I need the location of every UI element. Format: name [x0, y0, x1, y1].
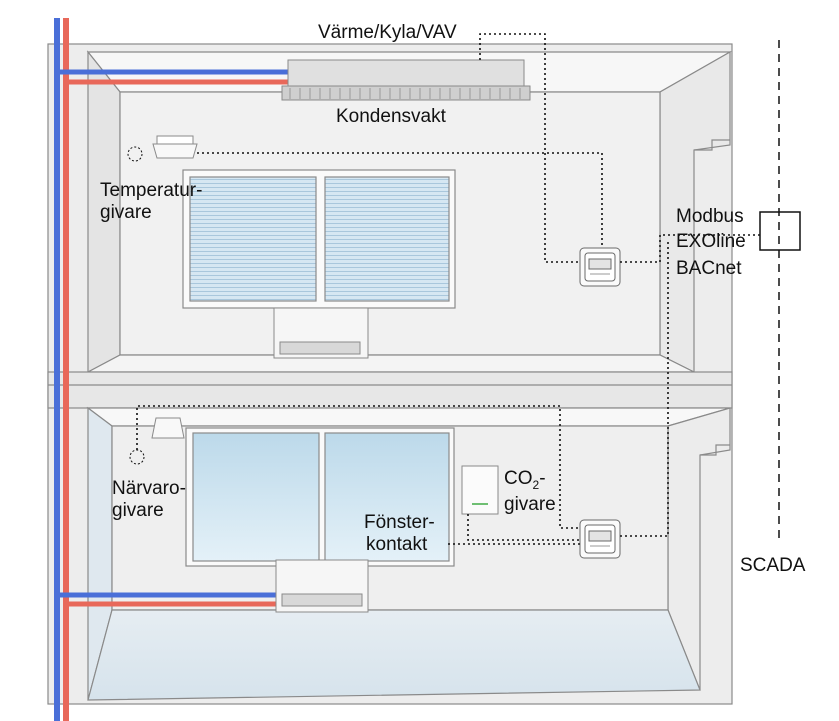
window-contact-label-line1: Fönster-: [364, 512, 435, 533]
lower-room-floor: [87, 609, 701, 701]
upper-window: [182, 169, 456, 309]
protocol-modbus-label: Modbus: [676, 206, 744, 227]
window-contact-label-line2: kontakt: [366, 534, 428, 555]
scada-box: [759, 211, 801, 251]
condensation-guard-label: Kondensvakt: [336, 106, 446, 127]
lower-room-controller: [579, 519, 621, 559]
presence-sensor-label-line1: Närvaro-: [112, 478, 186, 499]
temperature-sensor: [127, 135, 198, 162]
signal-wiring: [136, 33, 760, 545]
co2-sensor: [461, 465, 499, 515]
upper-radiator: [273, 307, 369, 359]
floor-slab: [47, 371, 733, 409]
presence-sensor-label-line2: givare: [112, 500, 164, 521]
pipes: [54, 18, 288, 721]
upper-room-controller: [579, 247, 621, 287]
temperature-sensor-label-line1: Temperatur-: [100, 180, 203, 201]
protocol-bacnet-label: BACnet: [676, 258, 742, 279]
co2-label-subscript: 2: [532, 478, 540, 492]
ceiling-climate-beam: [281, 59, 531, 101]
building-shell: [47, 43, 733, 705]
lower-radiator: [275, 559, 369, 613]
lower-window: [185, 427, 455, 567]
scada-label: SCADA: [740, 555, 806, 576]
co2-sensor-label-line2: givare: [504, 494, 556, 515]
upper-room-floor: [87, 354, 695, 373]
co2-sensor-label-line1: CO2-: [504, 468, 546, 496]
heating-cooling-vav-label: Värme/Kyla/VAV: [318, 22, 457, 43]
presence-sensor: [129, 417, 185, 465]
protocol-exoline-label: EXOline: [676, 231, 746, 252]
lower-room-ceiling: [86, 407, 731, 427]
co2-label-suffix: -: [539, 468, 546, 489]
temperature-sensor-label-line2: givare: [100, 202, 152, 223]
co2-label-prefix: CO: [504, 468, 533, 489]
